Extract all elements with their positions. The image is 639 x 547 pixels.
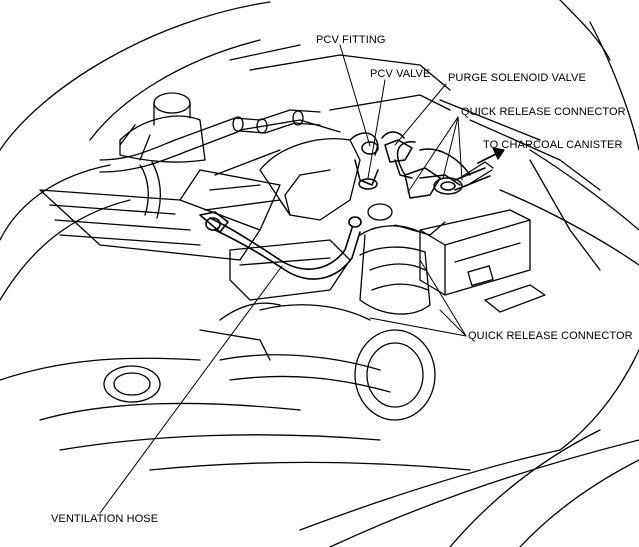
label-pcv-valve: PCV VALVE bbox=[370, 68, 431, 80]
engine-cover bbox=[199, 44, 451, 361]
label-pcv-fitting: PCV FITTING bbox=[316, 34, 386, 46]
leader-purge bbox=[394, 83, 447, 146]
leader-lines bbox=[99, 44, 467, 514]
label-purge-solenoid-valve: PURGE SOLENOID VALVE bbox=[448, 72, 586, 84]
intake-duct bbox=[99, 109, 321, 219]
leader-qrc-bottom-3 bbox=[369, 317, 467, 337]
hood-outline bbox=[0, 0, 639, 301]
label-to-charcoal-canister: TO CHARCOAL CANISTER bbox=[483, 139, 623, 151]
label-quick-release-connector-top: QUICK RELEASE CONNECTOR bbox=[461, 106, 626, 118]
leader-pcv-fitting bbox=[339, 44, 371, 147]
radiator-area bbox=[39, 92, 281, 261]
leader-pcv-valve bbox=[367, 79, 386, 179]
leader-qrc-bottom-2 bbox=[439, 309, 467, 337]
leader-qrc-top-2 bbox=[442, 116, 459, 179]
canister-hose bbox=[459, 161, 494, 187]
label-ventilation-hose: VENTILATION HOSE bbox=[51, 513, 159, 525]
label-quick-release-connector-bottom: QUICK RELEASE CONNECTOR bbox=[468, 330, 633, 342]
ventilation-hose bbox=[199, 211, 362, 280]
leader-qrc-top-3 bbox=[457, 116, 463, 181]
right-fender bbox=[439, 99, 601, 271]
air-intake-hose bbox=[359, 203, 446, 315]
leader-ventilation-hose bbox=[99, 265, 283, 514]
front-fascia bbox=[0, 329, 639, 547]
battery bbox=[419, 209, 546, 313]
leader-qrc-bottom-1 bbox=[419, 259, 467, 337]
pcv-assembly bbox=[349, 131, 413, 190]
charcoal-canister-arrow bbox=[477, 147, 505, 164]
leader-qrc-top-1 bbox=[407, 116, 459, 193]
